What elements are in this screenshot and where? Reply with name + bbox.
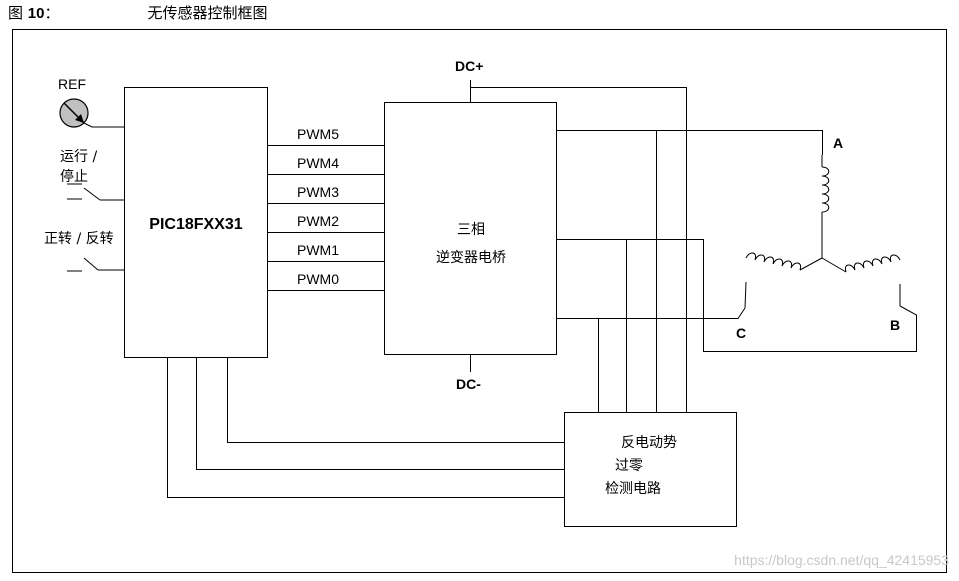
bemf-label-line1: 反电动势 [621, 435, 677, 451]
pwm3-label: PWM3 [297, 184, 339, 200]
phase-b-label: B [890, 317, 900, 333]
figure-caption: 图 10： 无传感器控制框图 [8, 2, 268, 26]
direction-label: 正转 / 反转 [44, 231, 114, 247]
diagram-frame [12, 29, 947, 573]
run-stop-label-line2: 停止 [60, 168, 88, 185]
ref-potentiometer-icon [59, 98, 89, 128]
pwm2-label: PWM2 [297, 213, 339, 229]
direction-switch [67, 257, 124, 272]
bemf-label-line3: 检测电路 [605, 481, 661, 497]
phase-wires [557, 130, 917, 412]
pwm1-label: PWM1 [297, 242, 339, 258]
phase-c-label: C [736, 325, 746, 341]
caption-prefix: 图 [8, 4, 28, 22]
caption-suffix: ： [44, 4, 60, 22]
run-stop-switch [67, 183, 124, 201]
pwm4-label: PWM4 [297, 155, 339, 171]
bemf-detector-block [564, 412, 737, 527]
dc-minus-label: DC- [456, 376, 481, 392]
bridge-label-line2: 逆变器电桥 [436, 250, 506, 266]
dc-bus-sense-wire [470, 87, 687, 412]
bemf-label-line2: 过零 [615, 458, 643, 474]
caption-title: 无传感器控制框图 [147, 4, 268, 22]
feedback-wires [167, 358, 564, 498]
phase-a-label: A [833, 135, 843, 151]
bridge-label-line1: 三相 [457, 222, 485, 238]
run-stop-label-line1: 运行 / [60, 149, 97, 165]
mcu-label: PIC18FXX31 [149, 216, 242, 233]
mcu-block [124, 87, 268, 358]
motor-windings [744, 155, 901, 309]
pwm-lines [268, 145, 384, 291]
watermark: https://blog.csdn.net/qq_42415953 [734, 552, 949, 568]
caption-number: 10 [27, 5, 45, 22]
inverter-bridge-block [384, 102, 557, 355]
pwm5-label: PWM5 [297, 126, 339, 142]
ref-wire [83, 122, 124, 128]
pwm0-label: PWM0 [297, 271, 339, 287]
ref-label: REF [58, 76, 86, 92]
dc-plus-label: DC+ [455, 58, 483, 74]
